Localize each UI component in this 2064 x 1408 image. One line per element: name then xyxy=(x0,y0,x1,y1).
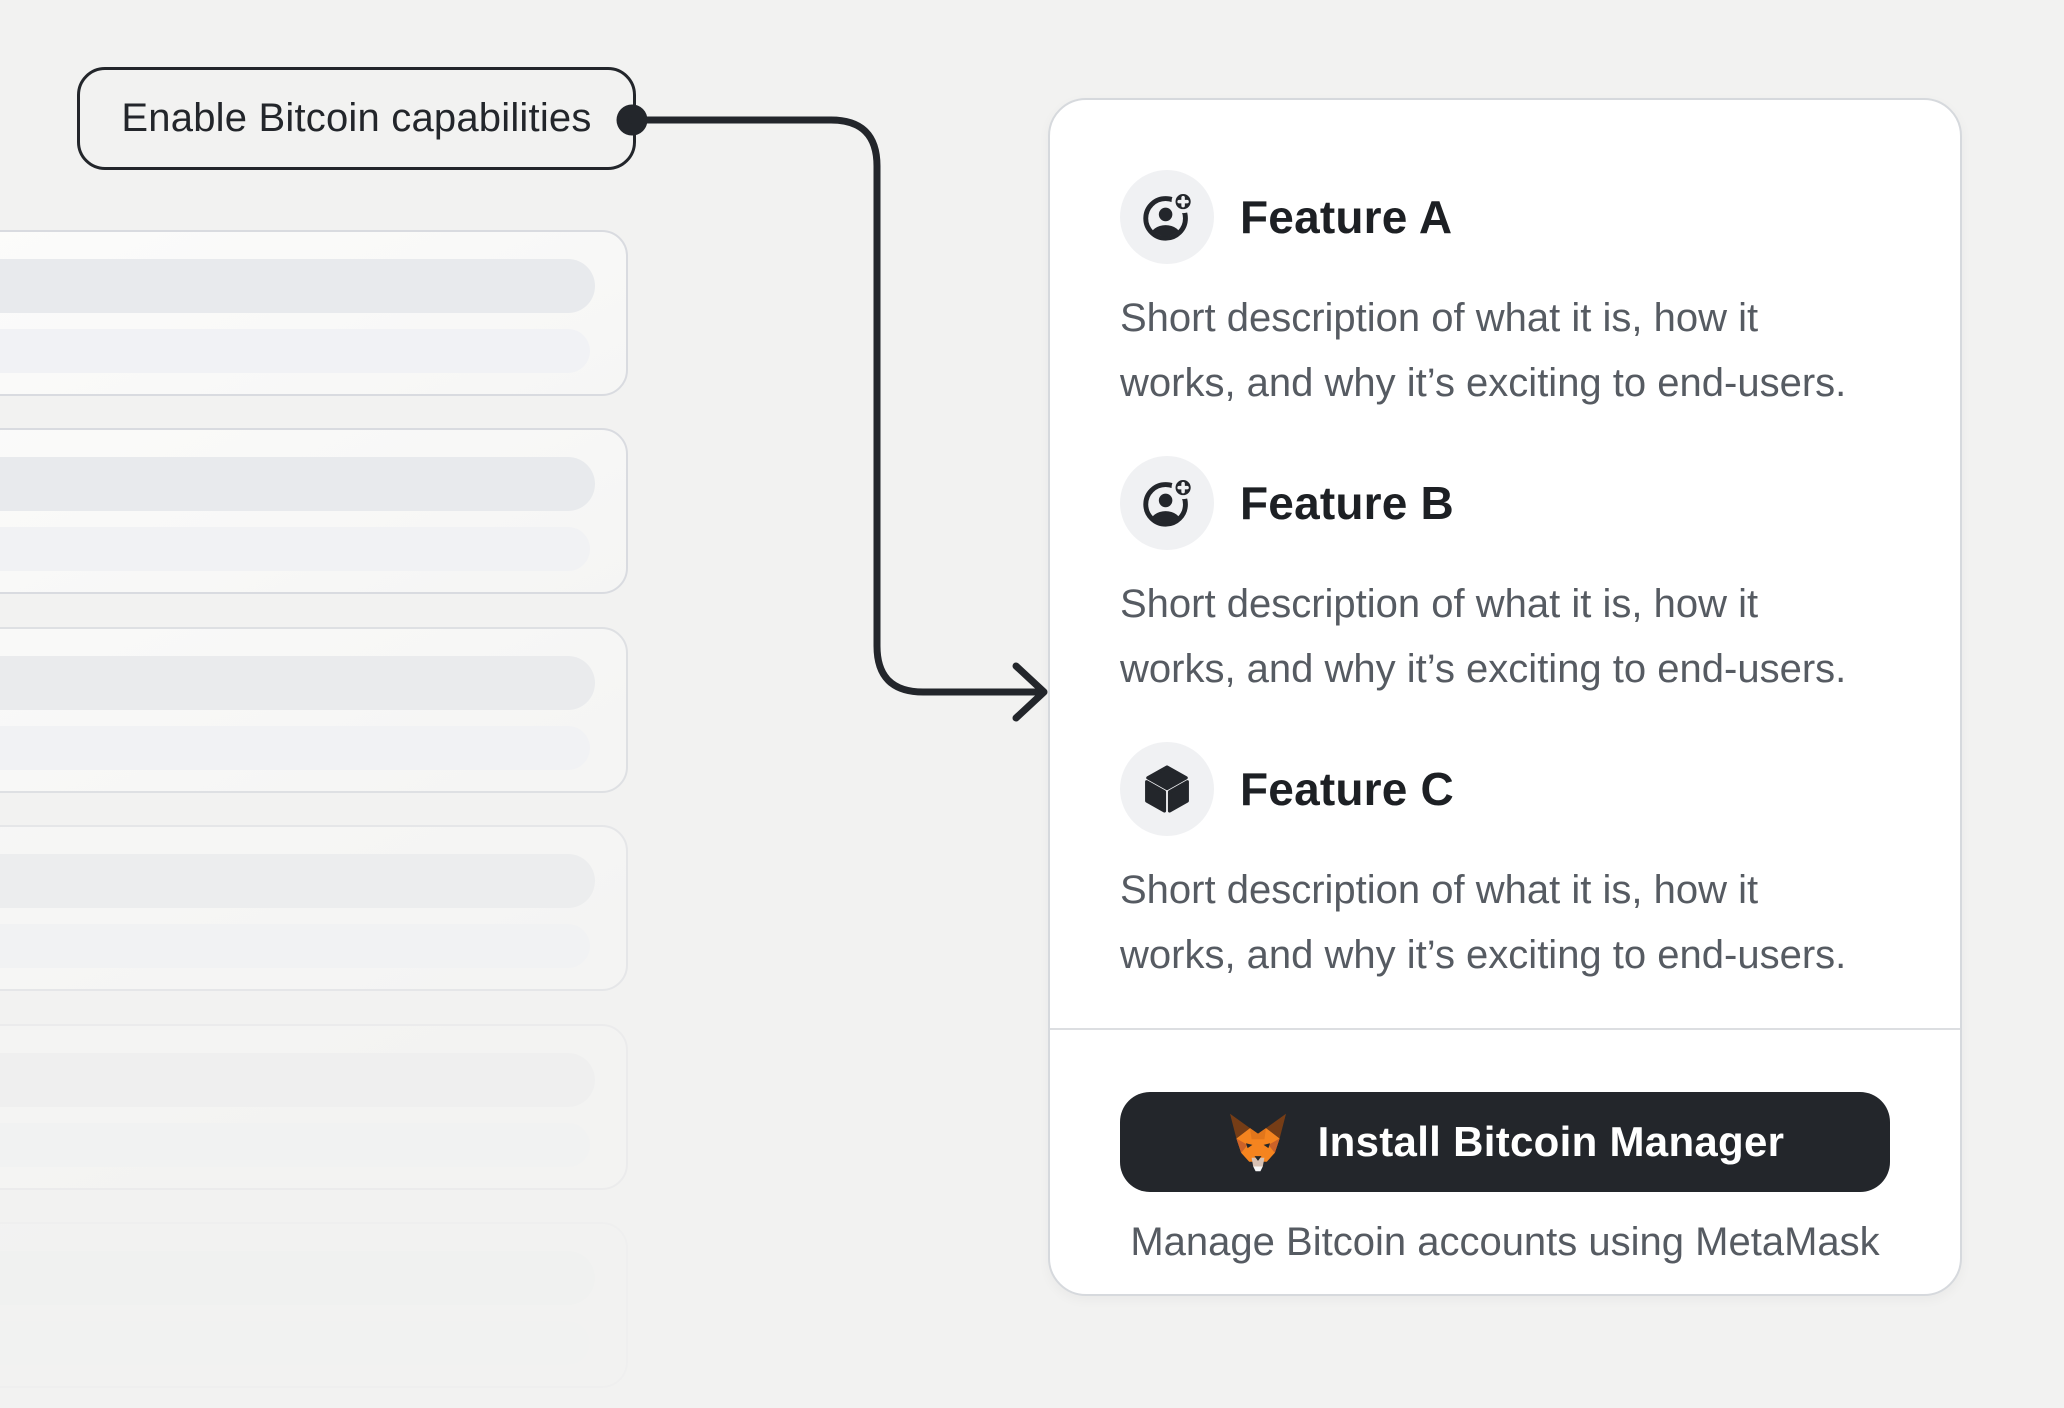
feature-header: Feature C xyxy=(1120,742,1890,836)
cube-icon xyxy=(1120,742,1214,836)
skeleton-card xyxy=(0,1024,628,1190)
divider xyxy=(1050,1028,1960,1030)
skeleton-bar xyxy=(0,854,595,908)
feature-title: Feature A xyxy=(1240,191,1453,243)
skeleton-card xyxy=(0,825,628,991)
skeleton-card xyxy=(0,428,628,594)
feature-header: Feature B xyxy=(1120,456,1890,550)
feature-title: Feature C xyxy=(1240,763,1454,815)
skeleton-card xyxy=(0,627,628,793)
feature-list: Feature A Short description of what it i… xyxy=(1050,100,1960,988)
install-bitcoin-manager-button[interactable]: Install Bitcoin Manager xyxy=(1120,1092,1890,1192)
feature-description-line: Short description of what it is, how it xyxy=(1120,296,1759,340)
skeleton-card xyxy=(0,1222,628,1388)
feature-description: Short description of what it is, how it … xyxy=(1120,286,1890,416)
feature-item-c: Feature C Short description of what it i… xyxy=(1120,742,1890,988)
callout-label-text: Enable Bitcoin capabilities xyxy=(121,96,592,140)
skeleton-bar xyxy=(0,1123,590,1167)
feature-item-b: Feature B Short description of what it i… xyxy=(1120,456,1890,702)
callout-label: Enable Bitcoin capabilities xyxy=(77,67,636,170)
feature-description-line: works, and why it’s exciting to end-user… xyxy=(1120,933,1847,977)
cta-section: Install Bitcoin Manager Manage Bitcoin a… xyxy=(1050,1030,1960,1265)
arrowhead-icon xyxy=(1012,662,1048,722)
feature-panel: Feature A Short description of what it i… xyxy=(1048,98,1962,1296)
user-add-icon xyxy=(1120,456,1214,550)
skeleton-card xyxy=(0,230,628,396)
feature-description-line: works, and why it’s exciting to end-user… xyxy=(1120,361,1847,405)
feature-description: Short description of what it is, how it … xyxy=(1120,572,1890,702)
metamask-fox-icon xyxy=(1229,1113,1286,1171)
skeleton-bar xyxy=(0,656,595,710)
feature-description-line: Short description of what it is, how it xyxy=(1120,582,1759,626)
feature-header: Feature A xyxy=(1120,170,1890,264)
skeleton-bar xyxy=(0,1321,590,1365)
feature-item-a: Feature A Short description of what it i… xyxy=(1120,170,1890,416)
skeleton-bar xyxy=(0,329,590,373)
skeleton-bar xyxy=(0,457,595,511)
feature-description-line: works, and why it’s exciting to end-user… xyxy=(1120,647,1847,691)
skeleton-bar xyxy=(0,259,595,313)
cta-caption: Manage Bitcoin accounts using MetaMask xyxy=(1130,1220,1880,1264)
feature-description: Short description of what it is, how it … xyxy=(1120,858,1890,988)
skeleton-bar xyxy=(0,1053,595,1107)
install-button-label: Install Bitcoin Manager xyxy=(1317,1118,1785,1165)
skeleton-bar xyxy=(0,1251,595,1305)
connector-line xyxy=(628,116,1040,696)
feature-description-line: Short description of what it is, how it xyxy=(1120,868,1759,912)
skeleton-bar xyxy=(0,527,590,571)
feature-title: Feature B xyxy=(1240,477,1454,529)
skeleton-bar xyxy=(0,726,590,770)
user-add-icon xyxy=(1120,170,1214,264)
skeleton-bar xyxy=(0,924,590,968)
